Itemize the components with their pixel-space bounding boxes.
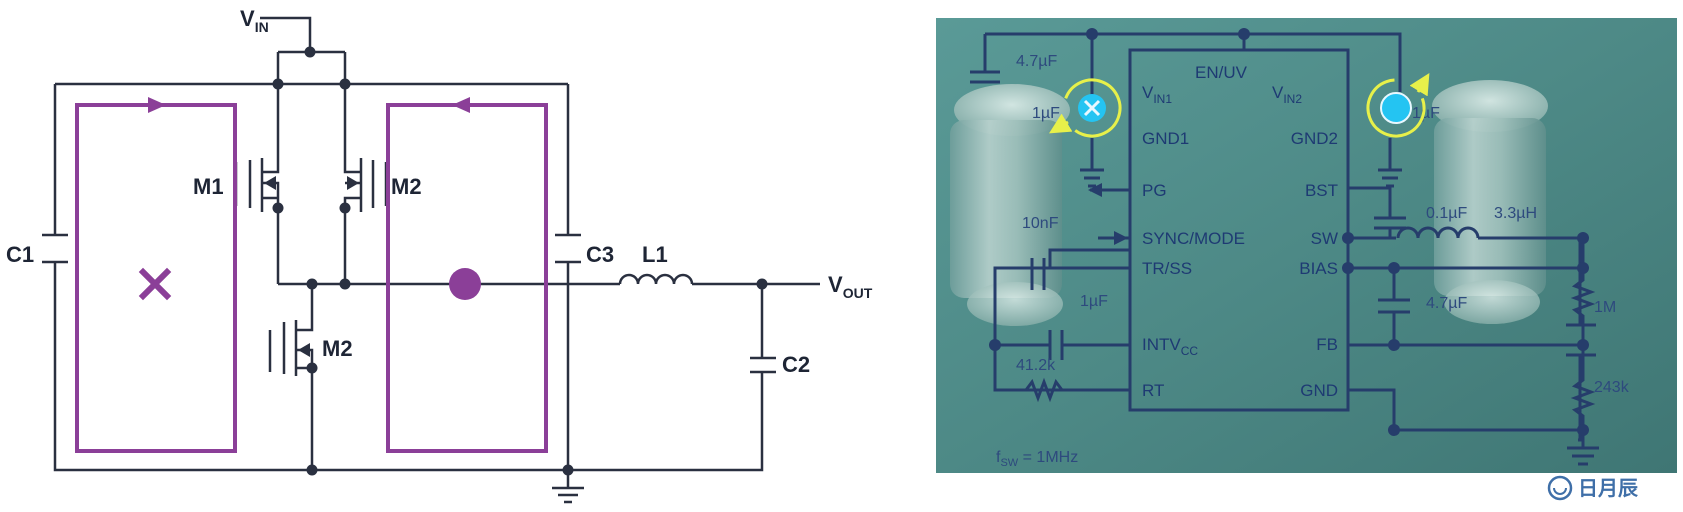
field-marker-out-of-page (1366, 72, 1430, 138)
left-schematic (42, 16, 820, 504)
loop-left-arrow (148, 97, 166, 113)
logo-icon (1547, 475, 1573, 501)
value-c-bias: 4.7µF (1426, 295, 1467, 312)
transistor-arrows (264, 176, 359, 357)
junction-dots (272, 46, 768, 476)
top-rail (53, 82, 570, 472)
value-cin-vin1: 1µF (1032, 105, 1060, 122)
c1-capacitor (42, 233, 68, 264)
field-marker-into-page (1048, 78, 1122, 138)
ic-pin-left-4: SYNC/MODE (1142, 229, 1245, 248)
m2-bottom-label: M2 (322, 336, 353, 361)
ground-symbol (552, 470, 584, 504)
l1-inductor (618, 273, 694, 285)
ic-pin-right-2: GND2 (1291, 129, 1338, 148)
into-page-x (138, 267, 172, 301)
capacitor-can-right (1432, 80, 1548, 324)
out-of-page-dot (449, 268, 481, 300)
ic-pin-right-1: VIN2 (1272, 83, 1302, 106)
capacitor-can-left (950, 84, 1070, 326)
ic-pin-right-3: BST (1305, 181, 1338, 200)
ic-top-label: EN/UV (1195, 63, 1248, 82)
value-c-bst: 0.1µF (1426, 205, 1467, 222)
ic-pin-right-4: SW (1311, 229, 1338, 248)
value-cin-top: 4.7µF (1016, 53, 1057, 70)
ic-pin-left-3: PG (1142, 181, 1167, 200)
watermark-text: 日月辰 (1578, 478, 1639, 500)
right-photo: EN/UV VIN1 GND1 PG SYNC/MODE TR/SS INTVC… (936, 18, 1677, 473)
ic-pin-right-7: GND (1300, 381, 1338, 400)
c2-capacitor (568, 284, 776, 472)
value-cin-vin2: 1µF (1412, 105, 1440, 122)
m1-transistor (248, 84, 280, 284)
value-r-top: 1M (1594, 299, 1616, 316)
c2-label: C2 (782, 352, 810, 377)
photo-dots (989, 28, 1589, 436)
value-r-bot: 243k (1594, 379, 1630, 396)
photo-inductor (1396, 226, 1480, 239)
value-l-out: 3.3µH (1494, 205, 1537, 222)
watermark: 日月辰 (1547, 475, 1639, 501)
c3-label: C3 (586, 242, 614, 267)
m2-bottom-transistor (282, 284, 314, 470)
ic-pin-right-5: BIAS (1299, 259, 1338, 278)
value-c-intv: 1µF (1080, 293, 1108, 310)
m2-top-transistor (343, 84, 375, 284)
vin-wire (260, 16, 312, 52)
ic-pin-left-1: VIN1 (1142, 83, 1172, 106)
loop-right-arrow (452, 97, 470, 113)
c1-label: C1 (6, 242, 34, 267)
ic-pin-right-6: FB (1316, 335, 1338, 354)
ic-body (1128, 48, 1350, 412)
vout-label: VOUT (828, 272, 873, 301)
value-c-tr: 10nF (1022, 215, 1059, 232)
m1-label: M1 (193, 174, 224, 199)
arrow-icon (1048, 113, 1073, 134)
fsw-label: fSW = 1MHz (996, 449, 1078, 469)
ic-pin-left-6: INTVCC (1142, 335, 1198, 358)
loop-left (75, 103, 237, 453)
vin-label: VIN (240, 6, 269, 35)
arrow-icon (1409, 72, 1430, 97)
value-r-rt: 41.2k (1016, 357, 1056, 374)
photo-arrows (1088, 183, 1128, 245)
m2-top-label: M2 (391, 174, 422, 199)
c3-capacitor (555, 233, 581, 264)
ic-pin-left-7: RT (1142, 381, 1164, 400)
ic-pin-left-5: TR/SS (1142, 259, 1192, 278)
l1-label: L1 (642, 242, 668, 267)
ic-pin-left-2: GND1 (1142, 129, 1189, 148)
